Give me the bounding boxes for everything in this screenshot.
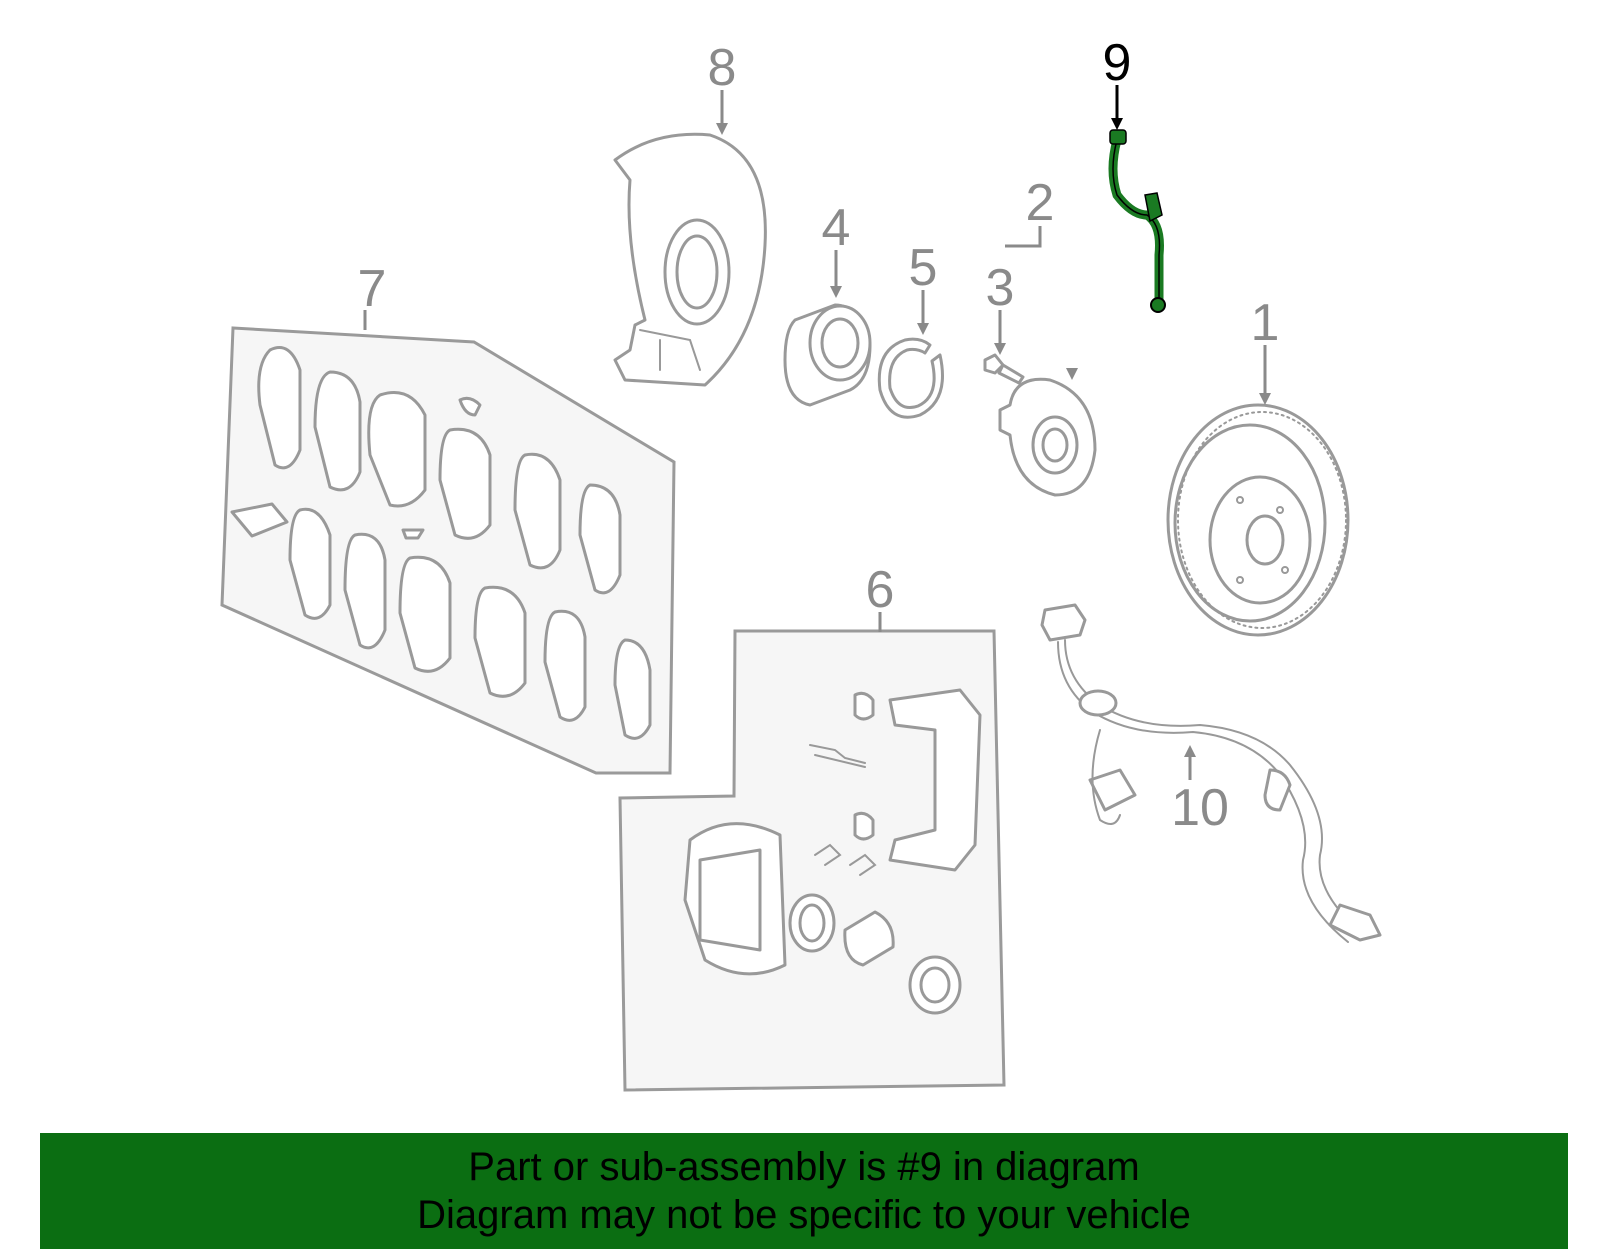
callout-numbers: 8 9 4 2 5 3 7 1 6 10 (358, 34, 1280, 837)
part-7-pad-kit-panel[interactable] (220, 326, 676, 775)
callout-1: 1 (1251, 294, 1280, 352)
leader-lines (363, 85, 1271, 780)
part-8-dust-shield[interactable] (613, 132, 767, 387)
callout-3: 3 (986, 259, 1015, 317)
part-3-hub-bolt[interactable] (983, 353, 1025, 385)
banner-line-2: Diagram may not be specific to your vehi… (417, 1193, 1191, 1237)
part-5-snap-ring[interactable] (877, 337, 944, 419)
info-banner: Part or sub-assembly is #9 in diagram Di… (40, 1133, 1568, 1249)
part-4-wheel-bearing[interactable] (783, 303, 872, 407)
callout-6: 6 (866, 561, 895, 619)
brake-pad-shapes (230, 346, 652, 740)
part-6-caliper-panel[interactable] (618, 629, 1006, 1092)
part-1-brake-rotor[interactable] (1166, 403, 1350, 637)
callout-10: 10 (1171, 779, 1229, 837)
brake-parts-diagram: 8 9 4 2 5 3 7 1 6 10 (220, 34, 1382, 1092)
part-2-wheel-hub[interactable] (998, 377, 1097, 497)
callout-7: 7 (358, 260, 387, 318)
callout-5: 5 (909, 239, 938, 297)
part-10-abs-sensor[interactable] (1040, 603, 1382, 943)
caliper-shapes (683, 688, 982, 1015)
callout-8: 8 (708, 39, 737, 97)
callout-4: 4 (822, 199, 851, 257)
part-9-brake-hose[interactable] (1108, 129, 1166, 313)
callout-2: 2 (1026, 174, 1055, 232)
callout-9: 9 (1103, 34, 1132, 92)
banner-line-1: Part or sub-assembly is #9 in diagram (468, 1145, 1140, 1189)
